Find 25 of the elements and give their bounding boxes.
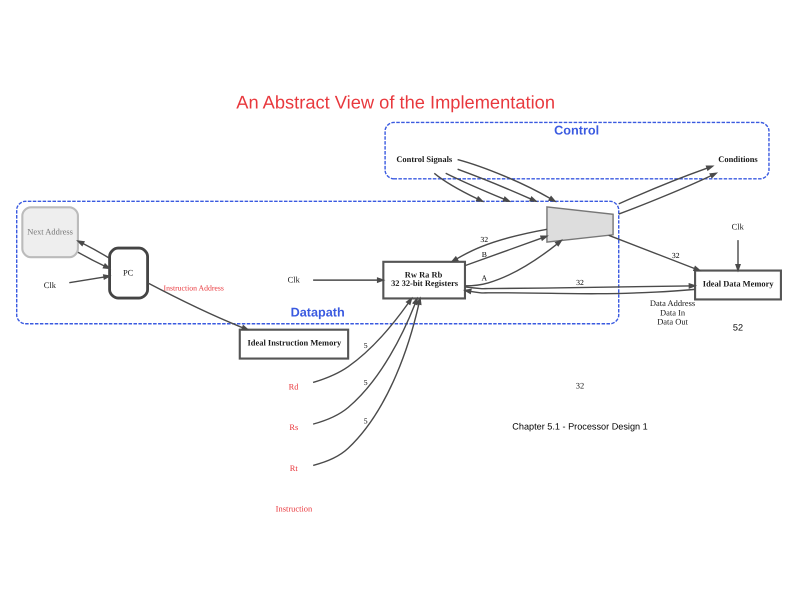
node-text: Rd <box>288 380 299 391</box>
edge-label: 5 <box>364 416 368 426</box>
label: Instruction <box>276 503 312 514</box>
edge-label: 5 <box>364 377 368 386</box>
diagram-title: An Abstract View of the Implementation <box>236 90 556 112</box>
node-text: Control Signals <box>396 153 452 164</box>
edge-label: 32 <box>576 277 584 286</box>
edge-label: 32 <box>672 250 680 260</box>
node-label: Data Address <box>650 298 696 308</box>
edge-label: 32 <box>480 234 488 244</box>
edge-label: B <box>482 249 487 258</box>
node-text: Clk <box>732 221 744 232</box>
label: 52 <box>732 322 744 332</box>
node-text: Rt <box>290 462 298 472</box>
edge-label: 5 <box>364 340 368 350</box>
node-text: Conditions <box>718 153 758 164</box>
node-label: Data In <box>660 306 686 317</box>
label: Chapter 5.1 - Processor Design 1 <box>512 421 648 432</box>
edge-label: A <box>482 273 488 282</box>
node-text: Rs <box>289 422 298 432</box>
edge-label: Instruction Address <box>164 283 224 292</box>
node-text: Clk <box>288 274 300 284</box>
node-label: Data Out <box>657 316 688 326</box>
node-text: Clk <box>44 279 56 290</box>
label: 32 <box>576 380 584 390</box>
